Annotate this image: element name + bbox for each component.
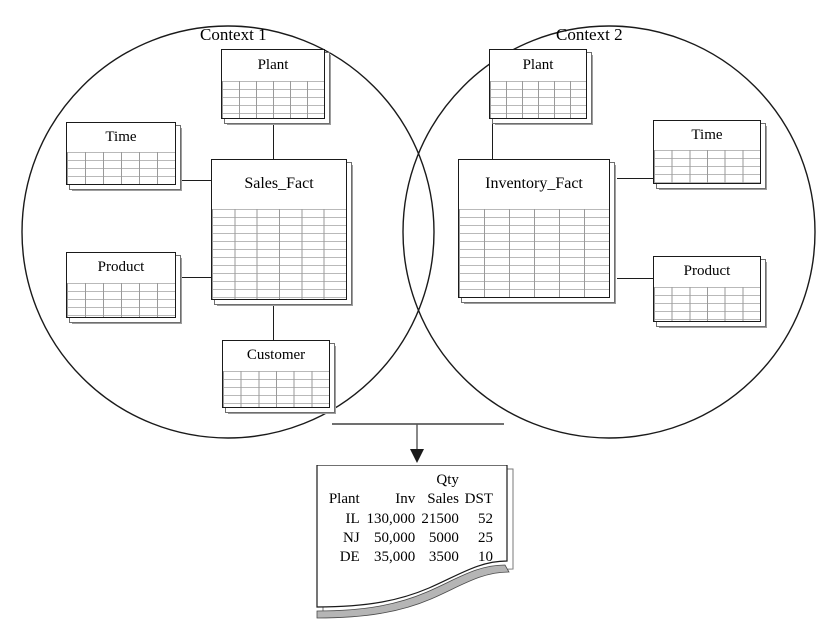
cell-dst: 10 <box>478 549 493 565</box>
report-curl-shadow <box>316 564 510 619</box>
connector-inventory-fact-to-time2 <box>617 178 663 179</box>
report-spacer-cell-3 <box>461 471 495 490</box>
table-card-time-context1[interactable]: Time <box>66 122 182 191</box>
output-arrowhead <box>410 449 424 463</box>
table-title: Product <box>683 263 731 279</box>
table-card-time-context2[interactable]: Time <box>653 120 767 190</box>
table-title: Customer <box>246 347 306 363</box>
table-card-inventory-fact[interactable]: Inventory_Fact <box>458 159 616 304</box>
cell-sales: 21500 <box>421 510 459 527</box>
report-table: Qty Plant Inv Sales DST IL 130,000 21500… <box>325 471 495 567</box>
grid-columns <box>654 287 760 321</box>
report-spacer-cell <box>325 471 362 490</box>
table-card-plant-context1[interactable]: Plant <box>221 49 331 125</box>
cell-inv: 50,000 <box>373 529 416 546</box>
table-title: Sales_Fact <box>244 175 314 192</box>
grid-columns <box>67 152 175 184</box>
cell-dst: 52 <box>478 510 493 527</box>
table-card-product-context1[interactable]: Product <box>66 252 182 324</box>
table-row: NJ 50,000 5000 25 <box>325 529 495 548</box>
card-front: Inventory_Fact <box>458 159 610 298</box>
table-grid <box>490 81 586 118</box>
table-title: Time <box>105 128 137 145</box>
cell-sales: 3500 <box>428 549 459 565</box>
table-card-customer-context1[interactable]: Customer <box>222 340 336 414</box>
context-1-label: Context 1 <box>200 25 267 44</box>
table-card-sales-fact[interactable]: Sales_Fact <box>211 159 353 306</box>
table-grid <box>459 209 609 297</box>
context-1-circle <box>21 25 435 439</box>
report-page-shape <box>316 465 514 619</box>
card-front: Product <box>66 252 176 318</box>
report-group-header-qty: Qty <box>436 472 459 488</box>
cell-sales: 5000 <box>428 529 459 546</box>
card-front: Customer <box>222 340 330 408</box>
table-title: Inventory_Fact <box>485 175 583 192</box>
report-col-dst: DST <box>464 491 493 508</box>
table-title: Plant <box>257 56 289 73</box>
connector-product-to-sales-fact <box>178 277 214 278</box>
report-front-page <box>316 465 508 608</box>
cell-inv: 35,000 <box>373 549 416 565</box>
grid-columns <box>212 209 346 299</box>
table-card-product-context2[interactable]: Product <box>653 256 767 328</box>
table-title: Product <box>97 259 145 275</box>
table-title: Time <box>691 126 723 143</box>
table-title: Plant <box>522 56 554 73</box>
report-spacer-cell-2 <box>362 471 418 490</box>
table-grid <box>212 209 346 299</box>
cell-dst: 25 <box>478 529 493 546</box>
report-group-header-row: Qty <box>325 471 495 490</box>
grid-columns <box>654 150 760 183</box>
table-grid <box>67 283 175 317</box>
table-grid <box>654 150 760 183</box>
output-report-document[interactable]: Qty Plant Inv Sales DST IL 130,000 21500… <box>315 465 514 619</box>
connector-plant-to-sales-fact <box>273 119 274 159</box>
card-front: Time <box>653 120 761 184</box>
cell-inv: 130,000 <box>366 510 416 527</box>
table-grid <box>654 287 760 321</box>
context-2-circle <box>402 25 816 439</box>
cell-plant: DE <box>339 549 360 565</box>
table-grid <box>67 152 175 184</box>
card-front: Time <box>66 122 176 185</box>
grid-columns <box>459 209 609 297</box>
report-col-sales: Sales <box>427 491 459 508</box>
table-card-plant-context2[interactable]: Plant <box>489 49 593 125</box>
connector-inventory-fact-to-product2 <box>617 278 661 279</box>
connector-time-to-sales-fact <box>178 180 214 181</box>
table-grid <box>222 81 324 118</box>
card-front: Sales_Fact <box>211 159 347 300</box>
context-2-label: Context 2 <box>556 25 623 44</box>
grid-columns <box>223 371 329 407</box>
table-grid <box>223 371 329 407</box>
connector-plant2-to-inventory-fact <box>492 119 493 159</box>
report-header-row: Plant Inv Sales DST <box>325 490 495 509</box>
cell-plant: NJ <box>343 529 360 546</box>
card-front: Product <box>653 256 761 322</box>
report-content: Qty Plant Inv Sales DST IL 130,000 21500… <box>315 465 505 567</box>
card-front: Plant <box>221 49 325 119</box>
cell-plant: IL <box>345 510 360 527</box>
report-col-plant: Plant <box>328 491 360 508</box>
grid-columns <box>222 81 324 118</box>
grid-columns <box>490 81 586 118</box>
grid-columns <box>67 283 175 317</box>
card-front: Plant <box>489 49 587 119</box>
report-col-inv: Inv <box>395 491 416 508</box>
connector-sales-fact-to-customer <box>273 300 274 340</box>
table-row: DE 35,000 3500 10 <box>325 548 495 567</box>
table-row: IL 130,000 21500 52 <box>325 510 495 529</box>
